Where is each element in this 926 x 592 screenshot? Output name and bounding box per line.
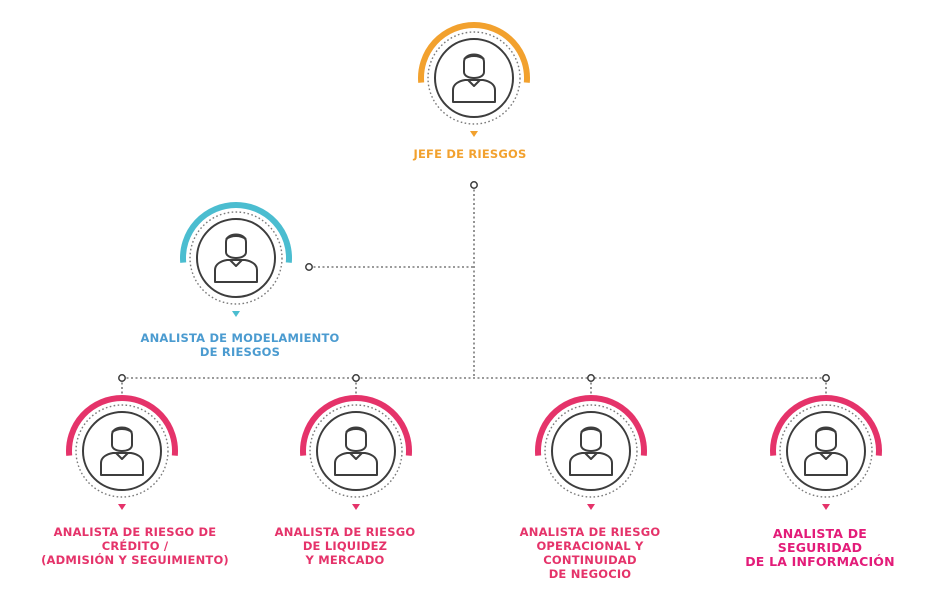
dotted-ring <box>779 404 873 498</box>
junction-dot <box>822 374 830 382</box>
label-line: ANALISTA DE <box>772 526 868 541</box>
junction-dot <box>352 374 360 382</box>
connector-lines <box>118 181 830 398</box>
person-icon <box>569 426 613 476</box>
label-line: Y MERCADO <box>305 553 385 567</box>
junction-dot <box>305 263 313 271</box>
person-collar <box>467 79 481 87</box>
junction-dot <box>118 374 126 382</box>
accent-arc <box>300 395 412 456</box>
label-line: (ADMISIÓN Y SEGUIMIENTO) <box>41 553 229 567</box>
label-line: DE LIQUIDEZ <box>302 539 388 553</box>
dotted-ring <box>309 404 403 498</box>
accent-arc <box>180 202 292 263</box>
pointer-triangle <box>822 504 830 510</box>
label-line: ANALISTA DE RIESGO DE <box>53 525 217 539</box>
node-analista-riesgo-liquidez <box>300 395 412 510</box>
dotted-ring <box>189 211 283 305</box>
accent-arc <box>535 395 647 456</box>
label-line: ANALISTA DE RIESGO <box>274 525 416 539</box>
label-line: OPERACIONAL Y <box>536 539 644 553</box>
label-line: CRÉDITO / <box>101 539 169 553</box>
person-icon <box>100 426 144 476</box>
person-body <box>569 452 613 476</box>
person-head <box>111 426 133 452</box>
node-analista-seguridad-informacion <box>770 395 882 510</box>
node-jefe-de-riesgos <box>418 22 530 137</box>
label-line: DE NEGOCIO <box>548 567 632 581</box>
pointer-triangle <box>470 131 478 137</box>
junction-dot <box>470 181 478 189</box>
person-body <box>334 452 378 476</box>
dotted-ring <box>75 404 169 498</box>
label-line: CONTINUIDAD <box>543 553 637 567</box>
pointer-triangle <box>232 311 240 317</box>
node-analista-riesgo-credito <box>66 395 178 510</box>
person-icon <box>214 233 258 283</box>
pointer-triangle <box>587 504 595 510</box>
role-nodes <box>66 22 882 510</box>
label-jefe-de-riesgos: JEFE DE RIESGOS <box>370 147 570 161</box>
person-body <box>100 452 144 476</box>
pointer-triangle <box>352 504 360 510</box>
person-collar <box>229 259 243 267</box>
person-hair <box>345 428 367 433</box>
person-collar <box>819 452 833 460</box>
person-body <box>452 79 496 103</box>
person-hair <box>580 428 602 433</box>
person-head <box>345 426 367 452</box>
pointer-triangle <box>118 504 126 510</box>
accent-arc <box>770 395 882 456</box>
node-analista-modelamiento <box>180 202 292 317</box>
accent-arc <box>418 22 530 83</box>
person-icon <box>804 426 848 476</box>
person-body <box>804 452 848 476</box>
person-icon <box>334 426 378 476</box>
person-hair <box>463 55 485 60</box>
label-line: SEGURIDAD <box>777 540 863 555</box>
person-hair <box>225 235 247 240</box>
label-line: DE LA INFORMACIÓN <box>745 554 895 569</box>
label-line: ANALISTA DE RIESGO <box>519 525 661 539</box>
person-head <box>580 426 602 452</box>
person-collar <box>349 452 363 460</box>
person-head <box>815 426 837 452</box>
person-head <box>463 53 485 79</box>
person-collar <box>584 452 598 460</box>
label-line: DE RIESGOS <box>199 345 281 359</box>
person-hair <box>815 428 837 433</box>
label-line: ANALISTA DE MODELAMIENTO <box>140 331 340 345</box>
person-body <box>214 259 258 283</box>
dotted-ring <box>427 31 521 125</box>
dotted-ring <box>544 404 638 498</box>
person-head <box>225 233 247 259</box>
junction-dot <box>587 374 595 382</box>
label-line: JEFE DE RIESGOS <box>413 147 527 161</box>
person-collar <box>115 452 129 460</box>
person-hair <box>111 428 133 433</box>
node-analista-riesgo-operacional <box>535 395 647 510</box>
accent-arc <box>66 395 178 456</box>
person-icon <box>452 53 496 103</box>
